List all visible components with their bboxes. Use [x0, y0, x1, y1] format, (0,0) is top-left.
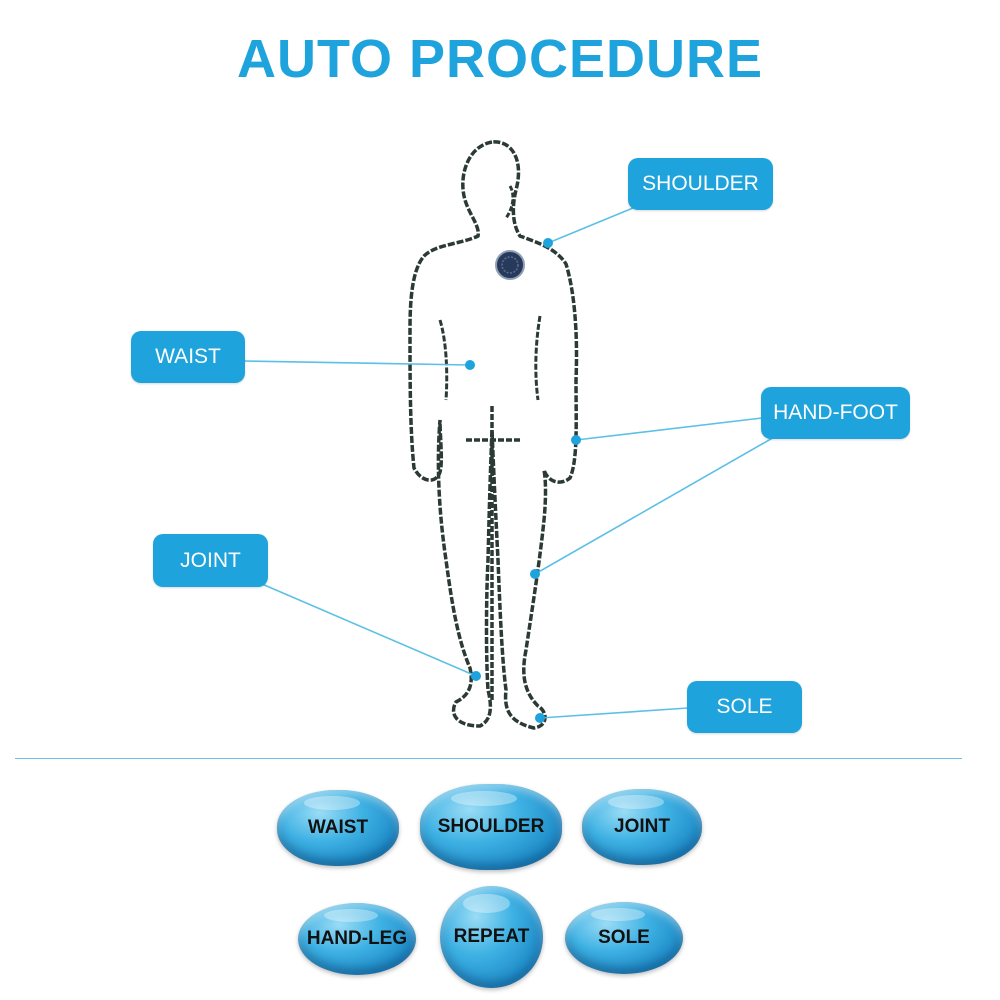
- waist-button[interactable]: WAIST: [277, 790, 399, 866]
- foot-point: [530, 569, 540, 579]
- left-inner-arm-line: [438, 319, 449, 401]
- label-waist: WAIST: [131, 331, 245, 383]
- massage-pad-inner: [501, 256, 519, 274]
- sole-point: [535, 713, 545, 723]
- sole-connector: [539, 707, 689, 719]
- hand-point: [571, 435, 581, 445]
- sole-button[interactable]: SOLE: [565, 902, 683, 974]
- label-shoulder: SHOULDER: [628, 158, 773, 210]
- joint-button[interactable]: JOINT: [582, 789, 702, 865]
- label-sole: SOLE: [687, 681, 802, 733]
- hand-foot-connector-foot: [534, 435, 777, 575]
- label-joint: JOINT: [153, 534, 268, 587]
- right-inner-arm-line: [534, 315, 542, 401]
- label-hand-foot: HAND-FOOT: [761, 387, 910, 439]
- shoulder-connector: [547, 207, 634, 244]
- waist-connector: [243, 360, 471, 366]
- page-title: AUTO PROCEDURE: [236, 29, 764, 89]
- massage-pad: [495, 250, 525, 280]
- body-outline: [408, 140, 579, 730]
- waist-point: [465, 360, 475, 370]
- hand-leg-button[interactable]: HAND-LEG: [298, 903, 416, 975]
- divider: [15, 758, 962, 759]
- shoulder-point: [543, 238, 553, 248]
- joint-connector: [261, 583, 477, 677]
- neck-line: [504, 185, 515, 219]
- joint-point: [471, 671, 481, 681]
- repeat-button[interactable]: REPEAT: [440, 886, 543, 988]
- hand-foot-connector-hand: [575, 417, 763, 441]
- shoulder-button[interactable]: SHOULDER: [420, 784, 562, 870]
